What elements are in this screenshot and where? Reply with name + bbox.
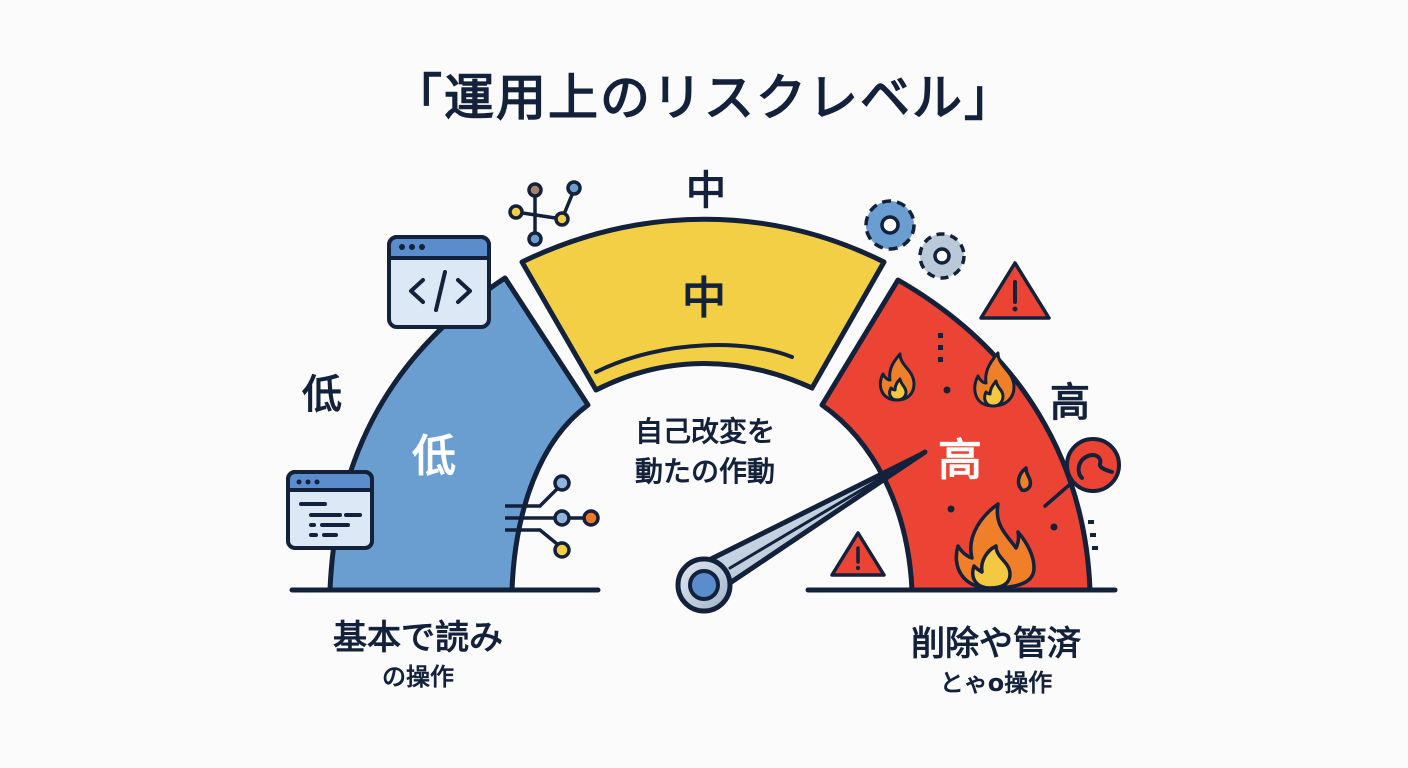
- label-medium-inner: 中: [682, 273, 726, 324]
- no-entry-sign-icon: [1043, 437, 1121, 508]
- decorative-dots: [938, 333, 1098, 550]
- center-description: 自己改変を 動たの作動: [610, 412, 800, 492]
- network-nodes-icon: [508, 180, 582, 247]
- center-line-1: 自己改変を: [634, 415, 775, 448]
- warning-triangle-icon-small: [830, 531, 886, 577]
- label-low-inner: 低: [412, 431, 456, 482]
- circuit-connector-icon: [505, 474, 600, 559]
- fire-icon-large: [954, 466, 1036, 590]
- caption-high: 削除や管済 とゃo操作: [876, 622, 1116, 700]
- caption-low: 基本で読み の操作: [298, 616, 538, 694]
- caption-high-line1: 削除や管済: [911, 624, 1081, 664]
- small-gear-icon: [918, 232, 966, 280]
- fire-icon: [878, 352, 916, 402]
- gauge-hub: [688, 569, 720, 601]
- warning-triangle-icon: [979, 261, 1051, 320]
- caption-low-line2: の操作: [382, 663, 454, 691]
- fire-icon: [973, 351, 1016, 408]
- gauge-needle: [675, 449, 928, 614]
- page-title: 「運用上のリスクレベル」: [392, 69, 1016, 127]
- gauge-segment-high: [819, 277, 1093, 593]
- label-low-outer: 低: [302, 372, 342, 418]
- caption-high-line2: とゃo操作: [939, 669, 1053, 697]
- code-window-icon: [387, 235, 491, 329]
- text-window-icon: [286, 470, 374, 550]
- label-high-outer: 高: [1050, 380, 1090, 426]
- caption-low-line1: 基本で読み: [333, 618, 503, 658]
- label-high-inner: 高: [938, 435, 982, 486]
- label-medium-outer: 中: [686, 168, 726, 214]
- gauge-segment-medium: [519, 216, 887, 393]
- gear-icon: [864, 199, 916, 251]
- center-line-2: 動たの作動: [634, 455, 775, 488]
